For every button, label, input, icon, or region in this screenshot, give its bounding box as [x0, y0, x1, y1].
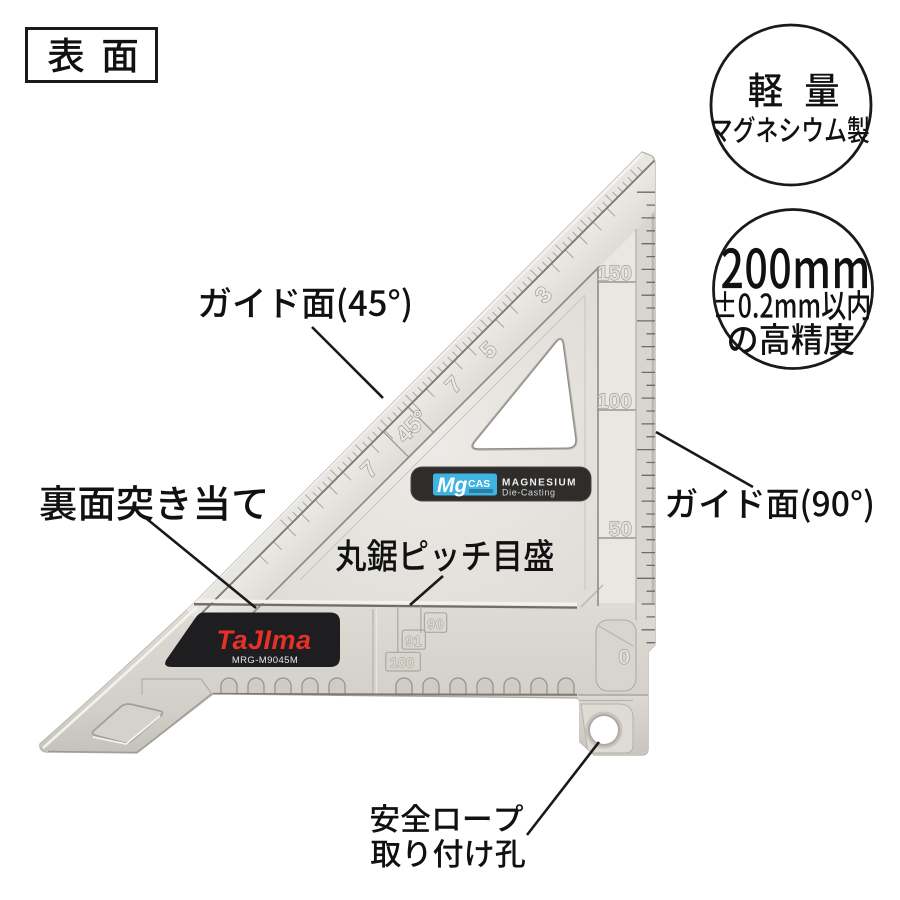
svg-text:50: 50: [609, 518, 632, 541]
svg-text:Mg: Mg: [437, 474, 467, 497]
svg-text:0: 0: [618, 646, 630, 669]
svg-text:CAS: CAS: [468, 478, 490, 490]
svg-text:Die-Casting: Die-Casting: [502, 488, 556, 498]
svg-text:150: 150: [597, 262, 632, 285]
svg-text:100: 100: [597, 390, 632, 413]
svg-text:91: 91: [405, 634, 421, 650]
svg-text:MAGNESIUM: MAGNESIUM: [502, 478, 577, 489]
svg-text:MRG-M9045M: MRG-M9045M: [232, 655, 298, 666]
svg-text:100: 100: [390, 656, 414, 672]
svg-text:90: 90: [427, 617, 443, 633]
svg-text:TaJIma: TaJIma: [216, 625, 311, 655]
